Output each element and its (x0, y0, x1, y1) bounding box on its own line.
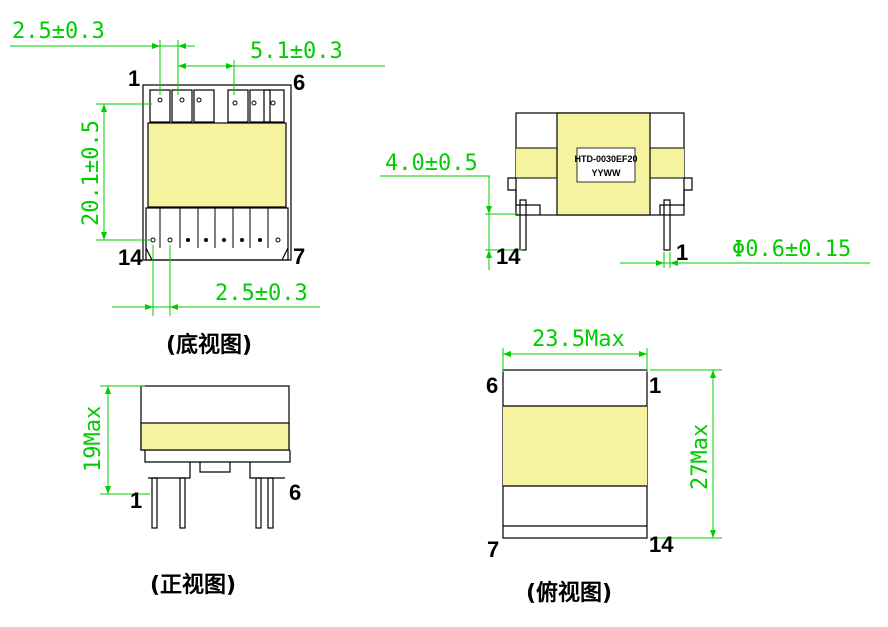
caption-top-view: (俯视图) (526, 580, 612, 606)
top-pin-label-1: 1 (649, 373, 661, 398)
dim-height-front-view: 19Max (81, 406, 106, 472)
part-label (576, 147, 636, 183)
bottom-view-bottom-pins (145, 207, 289, 261)
bottom-view: 2.5±0.3 5.1±0.3 20.1±0.5 2.5±0.3 1 6 14 … (10, 19, 385, 358)
side-view-pins (507, 177, 693, 251)
pin-label-14: 14 (118, 245, 143, 270)
top-view-dimensions (502, 348, 722, 539)
caption-front-view: (正视图) (150, 572, 236, 598)
pin-label-1: 1 (128, 66, 140, 91)
bottom-view-top-pins (149, 89, 285, 123)
front-view: 19Max 1 6 (正视图) (81, 385, 301, 598)
dim-width-top-view: 23.5Max (532, 327, 625, 352)
front-view-dimensions (100, 385, 150, 495)
front-pin-label-1: 1 (130, 488, 142, 513)
side-pin-label-14: 14 (496, 244, 521, 269)
front-pin-label-6: 6 (289, 480, 301, 505)
dim-pin-diameter: Φ0.6±0.15 (732, 237, 851, 262)
front-view-pins (148, 462, 285, 529)
dim-standoff: 4.0±0.5 (385, 151, 478, 176)
part-label-line1: HTD-0030EF20 (574, 154, 637, 164)
dim-span-top: 5.1±0.3 (250, 39, 343, 64)
side-view: HTD-0030EF20 YYWW 4.0±0.5 Φ0.6±0.15 14 1 (380, 112, 870, 270)
top-view-core (503, 406, 647, 486)
part-label-line2: YYWW (592, 168, 622, 178)
bottom-view-core (148, 123, 286, 207)
dim-pitch-top: 2.5±0.3 (12, 19, 105, 44)
side-pin-label-1: 1 (676, 240, 688, 265)
top-pin-label-14: 14 (649, 532, 674, 557)
dim-length-top-view: 27Max (688, 424, 713, 490)
pin-label-7: 7 (293, 244, 305, 269)
top-view: 23.5Max 27Max 6 1 7 14 (俯视图) (486, 327, 722, 606)
caption-bottom-view: (底视图) (166, 332, 252, 358)
bottom-view-dimensions (10, 40, 385, 316)
side-view-dimensions (380, 175, 870, 270)
dim-pitch-bottom: 2.5±0.3 (215, 281, 308, 306)
top-pin-label-6: 6 (486, 373, 498, 398)
dim-height-bottom-view: 20.1±0.5 (79, 120, 104, 226)
top-pin-label-7: 7 (487, 537, 499, 562)
pin-label-6: 6 (293, 70, 305, 95)
